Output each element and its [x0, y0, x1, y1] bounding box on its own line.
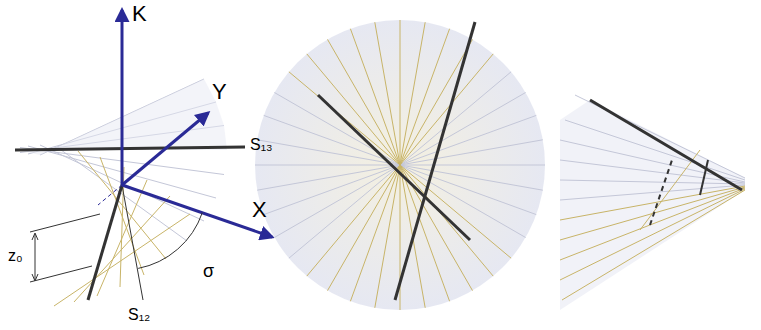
ruling-line — [88, 185, 122, 300]
axis-label: K — [132, 2, 147, 26]
z0-dimension — [30, 214, 100, 282]
line-label: S₁₃ — [250, 136, 273, 154]
angle-label: σ — [203, 262, 214, 282]
line-label: S₁₂ — [128, 306, 150, 324]
s13-line — [15, 147, 245, 150]
side-view-surface — [560, 95, 745, 310]
axis-label: X — [252, 198, 267, 222]
y-axis-hidden — [98, 185, 122, 205]
s12-line — [122, 185, 143, 300]
top-view-disc — [255, 20, 545, 310]
angle-arc — [138, 213, 202, 269]
axis-label: Y — [212, 80, 227, 104]
dimension-label: z₀ — [8, 247, 23, 265]
k-axis — [121, 10, 124, 185]
y-axis — [122, 113, 208, 185]
x-axis — [122, 185, 272, 237]
